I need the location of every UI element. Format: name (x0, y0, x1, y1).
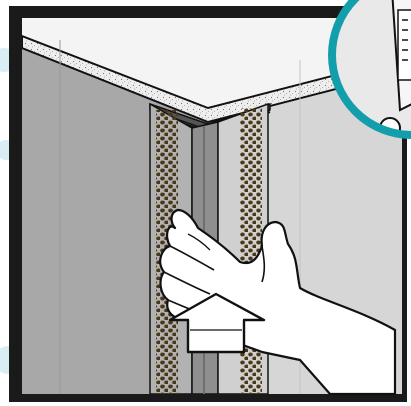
corner-bead-illustration (0, 0, 411, 406)
